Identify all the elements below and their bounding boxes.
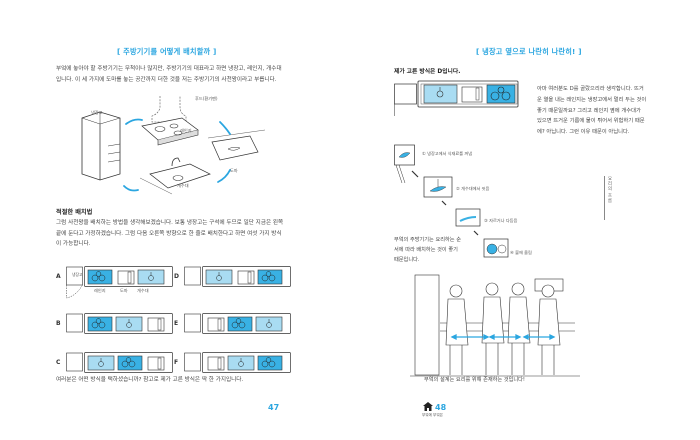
chosen-layout-heading: 제가 고른 방식은 D입니다. xyxy=(394,69,461,75)
explanation-paragraph: 아마 여러분도 D를 골랐으리라 생각합니다. 뜨거운 열을 내는 레인지는 냉… xyxy=(537,86,647,136)
step-4-label: ④ 불에 올림 xyxy=(510,250,532,255)
flow-paragraph: 부엌의 주방기기는 요리하는 순서에 따라 배치하는 것이 좋기 때문입니다. xyxy=(394,237,461,264)
board-unit xyxy=(237,270,255,285)
kitchen-triangle-diagram xyxy=(81,96,266,195)
layout-letter-f: F xyxy=(174,359,179,366)
page-number-left: 47 xyxy=(268,403,280,412)
house-icon xyxy=(423,402,433,411)
right-page: [ 냉장고 옆으로 나란히 나란히! ] 제가 고른 방식은 D입니다. 아마 … xyxy=(350,0,700,440)
board-unit xyxy=(207,317,225,332)
fridge-label: 냉장고 xyxy=(91,110,103,115)
layout-diagram-e xyxy=(184,313,291,334)
cooking-flow-diagram xyxy=(394,144,509,258)
left-page-title: [ 주방기기를 어떻게 배치할까 ] xyxy=(117,47,217,56)
intro-paragraph: 부엌에 놓아야 할 주방기기는 무척이나 많지만, 주방기기의 대표라고 하면 … xyxy=(56,66,282,83)
closing-caption: 부엌의 설계는 요리를 위해 존재하는 것입니다! xyxy=(424,377,526,383)
flow-vertical-label: 요리의 흐름 xyxy=(607,176,612,203)
step-2-label: ② 개수대에서 씻음 xyxy=(456,186,490,191)
fridge-unit xyxy=(66,266,83,286)
layout-letter-b: B xyxy=(56,320,61,327)
range-unit xyxy=(257,269,283,285)
step-3-label: ③ 자르거나 다듬음 xyxy=(484,218,518,223)
range-unit xyxy=(227,316,253,332)
flow-vertical-line xyxy=(604,176,605,220)
range-unit xyxy=(257,355,283,371)
right-page-title: [ 냉장고 옆으로 나란히 나란히! ] xyxy=(476,47,582,56)
layout-diagram-d xyxy=(184,266,291,287)
board-unit xyxy=(207,356,225,371)
board-unit xyxy=(147,356,165,371)
sink-label: 개수대 xyxy=(177,183,189,188)
hood-label: 후드(환기팬) xyxy=(195,96,218,101)
layout-letter-e: E xyxy=(174,320,179,327)
range-label: 레인지 xyxy=(180,128,192,133)
fridge-unit xyxy=(184,352,201,372)
layout-a-fridge-label: 냉장고 xyxy=(72,272,83,277)
sink-unit xyxy=(255,316,283,332)
sink-unit xyxy=(205,269,233,285)
sink-unit xyxy=(227,355,255,371)
fridge-unit xyxy=(66,352,83,372)
range-unit xyxy=(87,269,113,285)
layout-a-sink-label: 개수대 xyxy=(137,288,149,293)
range-unit xyxy=(87,316,113,332)
left-page: [ 주방기기를 어떻게 배치할까 ] 부엌에 놓아야 할 주방기기는 무척이나 … xyxy=(56,47,291,412)
fridge-unit xyxy=(184,313,201,333)
board-unit xyxy=(117,270,135,285)
layout-a-range-label: 레인지 xyxy=(94,288,106,293)
question-text: 여러분은 어떤 방식을 택하셨습니까? 참고로 제가 고른 방식은 딱 한 가지… xyxy=(56,377,244,383)
movement-arrows xyxy=(450,333,556,341)
layout-letter-a: A xyxy=(56,273,61,280)
page-number-right: 48 xyxy=(435,403,447,412)
layout-diagram-c xyxy=(66,352,173,373)
sink-unit xyxy=(115,316,143,332)
layout-a-board-label: 도마 xyxy=(120,288,128,293)
layout-diagram-f xyxy=(184,352,291,373)
workflow-arrows xyxy=(123,118,231,192)
layout-letter-c: C xyxy=(56,359,61,366)
sink-unit xyxy=(87,355,115,371)
layout-d-diagram xyxy=(394,80,519,116)
layout-subheading: 적절한 배치법 xyxy=(56,209,93,216)
fridge-unit xyxy=(184,266,201,286)
sink-unit xyxy=(137,269,165,285)
footer-label: 부엌에 부엌은 xyxy=(422,413,443,417)
cooking-people-illustration xyxy=(410,274,580,377)
board-label: 도마 xyxy=(230,168,238,173)
fridge-unit xyxy=(66,313,83,333)
layout-diagram-b xyxy=(66,313,173,334)
layout-letter-d: D xyxy=(174,273,179,280)
range-unit xyxy=(117,355,143,371)
layout-diagram-a xyxy=(66,266,173,299)
layout-paragraph: 그럼 사천왕을 배치하는 방법을 생각해보겠습니다. 보통 냉장고는 구석에 두… xyxy=(56,220,284,248)
step-1-label: ① 냉장고에서 식재료를 꺼냄 xyxy=(422,151,473,156)
board-unit xyxy=(147,317,165,332)
